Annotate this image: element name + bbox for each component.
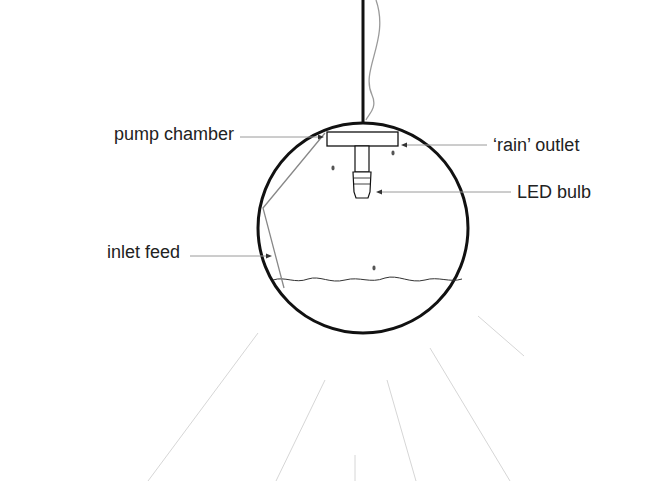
part-label: ‘rain’ outlet (493, 136, 579, 154)
power-wire (366, 0, 380, 120)
part-label: inlet feed (107, 243, 180, 261)
part-label: LED bulb (517, 183, 591, 201)
water-surface (273, 277, 462, 281)
bulb-stem (355, 146, 369, 172)
leader-arrowheads (266, 135, 407, 259)
inlet-feed-tube (263, 133, 325, 288)
glass-globe (258, 123, 468, 333)
pump-chamber (327, 132, 398, 146)
led-bulb (353, 172, 371, 198)
bulb-ridges (354, 178, 370, 184)
light-rays (148, 316, 524, 481)
hanging-cord (362, 0, 365, 122)
leader-lines (190, 137, 511, 256)
part-label: pump chamber (114, 125, 234, 143)
water-drops (331, 151, 394, 271)
